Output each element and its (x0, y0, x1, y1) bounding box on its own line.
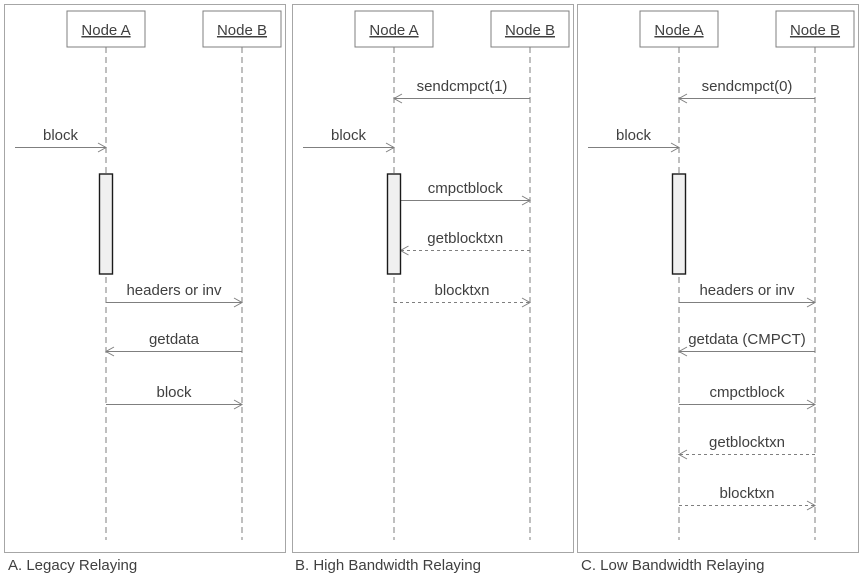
message-arrowhead (233, 297, 244, 308)
node-b-box (490, 10, 570, 48)
message-label: sendcmpct(0) (702, 78, 793, 95)
activation-bar (671, 173, 687, 275)
node-a-box (639, 10, 719, 48)
panel-caption-high-bandwidth: B. High Bandwidth Relaying (295, 557, 481, 574)
node-b-box (775, 10, 855, 48)
message-label: block (616, 127, 652, 144)
message-arrowhead (385, 142, 396, 153)
sequence-diagram: sendcmpct(0) block headers or inv getdata (… (588, 10, 855, 540)
message-label: getblocktxn (709, 434, 785, 451)
sequence-panel-high-bandwidth-relaying: sendcmpct(1) block cmpctblock getblocktxn bl… (292, 4, 574, 553)
message-label: blocktxn (719, 485, 774, 502)
sequence-panel-legacy-relaying: block headers or inv getdata block Node A Nod… (4, 4, 286, 553)
message-label: cmpctblock (709, 384, 785, 401)
message-label: headers or inv (126, 282, 222, 299)
sequence-diagram: block headers or inv getdata block Node A Nod… (15, 10, 282, 540)
message-label: headers or inv (699, 282, 795, 299)
message-arrowhead (392, 93, 403, 104)
message-arrowhead (104, 346, 115, 357)
node-b-label: Node B (505, 22, 555, 39)
sequence-panel-low-bandwidth-relaying: sendcmpct(0) block headers or inv getdata (… (577, 4, 859, 553)
message-label: getdata (149, 331, 200, 348)
node-a-box (66, 10, 146, 48)
message-label: block (331, 127, 367, 144)
message-arrowhead (233, 399, 244, 410)
node-a-box (354, 10, 434, 48)
message-arrowhead (521, 195, 532, 206)
message-label: block (43, 127, 79, 144)
message-arrowhead (521, 297, 532, 308)
message-arrowhead (97, 142, 108, 153)
message-label: getblocktxn (427, 230, 503, 247)
activation-bar (386, 173, 402, 275)
node-b-label: Node B (790, 22, 840, 39)
message-arrowhead (806, 500, 817, 511)
node-a-label: Node A (81, 22, 130, 39)
message-arrowhead (806, 297, 817, 308)
activation-bar (98, 173, 114, 275)
message-arrowhead (677, 93, 688, 104)
node-b-label: Node B (217, 22, 267, 39)
message-arrowhead (677, 449, 688, 460)
message-label: sendcmpct(1) (417, 78, 508, 95)
panel-caption-low-bandwidth: C. Low Bandwidth Relaying (581, 557, 765, 574)
message-label: blocktxn (434, 282, 489, 299)
panel-caption-legacy: A. Legacy Relaying (8, 557, 138, 574)
message-label: block (156, 384, 192, 401)
message-arrowhead (670, 142, 681, 153)
node-a-label: Node A (654, 22, 703, 39)
sequence-diagram: sendcmpct(1) block cmpctblock getblocktxn bl… (303, 10, 570, 540)
message-arrowhead (677, 346, 688, 357)
node-a-label: Node A (369, 22, 418, 39)
message-label: getdata (CMPCT) (688, 331, 806, 348)
message-label: cmpctblock (428, 180, 504, 197)
node-b-box (202, 10, 282, 48)
message-arrowhead (806, 399, 817, 410)
